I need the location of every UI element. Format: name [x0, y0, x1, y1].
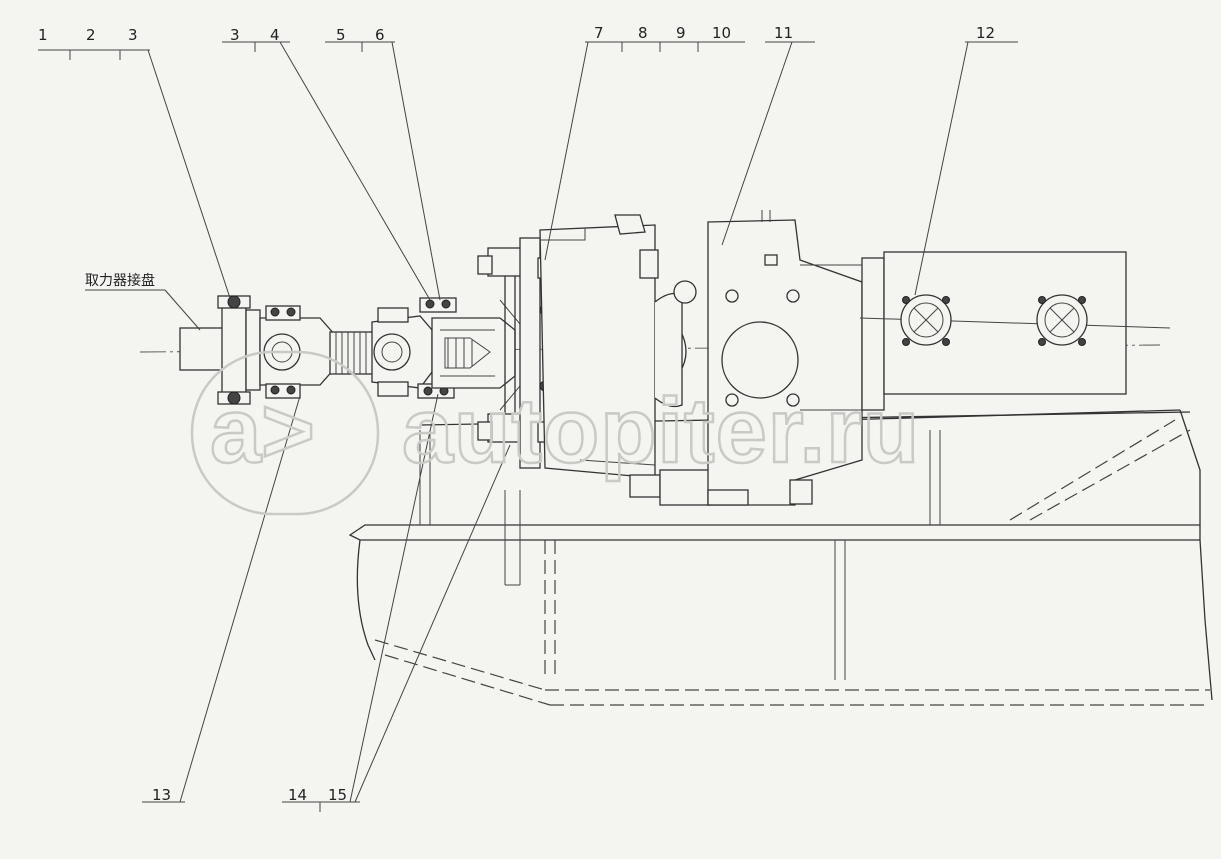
callout-3-second: 3 [230, 26, 240, 44]
pto-flange-label: 取力器接盘 [85, 272, 155, 289]
callout-labels: 1 2 3 3 4 5 6 7 8 9 10 11 12 13 14 15 取力… [38, 24, 995, 804]
coupling-section [431, 299, 526, 411]
outlet-flange-left [900, 294, 952, 346]
valve-block [707, 210, 863, 506]
chassis-frame [348, 409, 1213, 706]
callout-3: 3 [128, 26, 138, 44]
universal-joint-right [371, 297, 457, 399]
watermark-text: autopiter.ru [402, 380, 920, 482]
callout-2: 2 [86, 26, 96, 44]
callout-6: 6 [375, 26, 385, 44]
rear-box [800, 251, 1171, 411]
callout-5: 5 [336, 26, 346, 44]
callout-15: 15 [328, 786, 347, 804]
leader-lines [38, 41, 1018, 812]
callout-12: 12 [976, 24, 995, 42]
callout-14: 14 [288, 786, 307, 804]
callout-8: 8 [638, 24, 648, 42]
pump-body [539, 214, 711, 506]
callout-11: 11 [774, 24, 793, 42]
propeller-shaft [329, 331, 379, 375]
watermark-logo: a> [210, 380, 315, 482]
callout-4: 4 [270, 26, 280, 44]
callout-9: 9 [676, 24, 686, 42]
callout-13: 13 [152, 786, 171, 804]
callout-7: 7 [594, 24, 604, 42]
callout-1: 1 [38, 26, 48, 44]
watermark: a> autopiter.ru [190, 350, 920, 516]
outlet-flange-right [1036, 294, 1088, 346]
callout-10: 10 [712, 24, 731, 42]
